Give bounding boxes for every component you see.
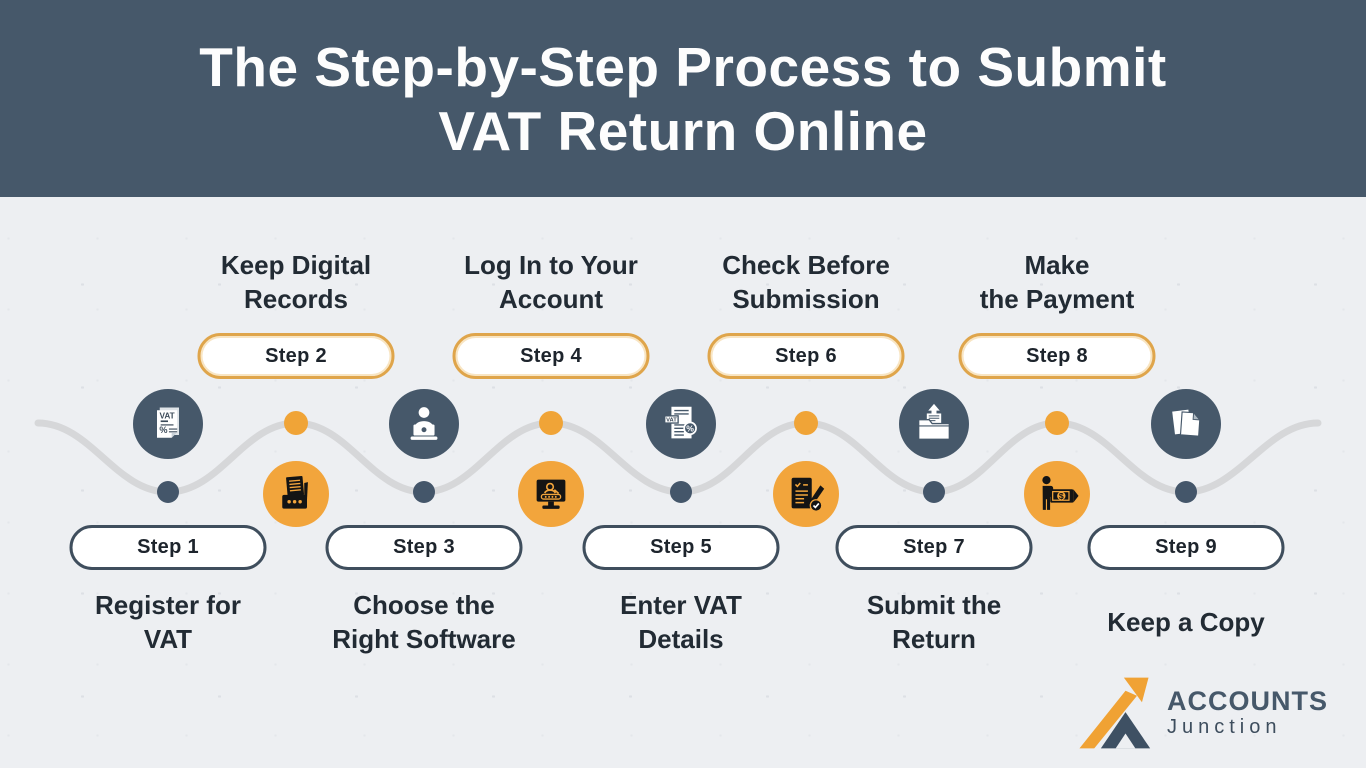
step-7-wave-dot [923, 481, 945, 503]
step-4-title-line2: Account [499, 284, 603, 314]
step-5-icon-circle: VAT % [646, 389, 716, 459]
step-1-title: Register for VAT [28, 588, 308, 656]
step-4-title: Log In to Your Account [411, 248, 691, 316]
step-1-group: VAT % Step 1 Register for VAT [28, 389, 308, 679]
step-6-title: Check Before Submission [666, 248, 946, 316]
step-8-group: Make the Payment Step 8 $ [917, 248, 1197, 578]
svg-text:%: % [159, 425, 167, 435]
title-line-2: VAT Return Online [438, 99, 928, 162]
step-8-title: Make the Payment [917, 248, 1197, 316]
step-2-icon-circle [263, 461, 329, 527]
folder-upload-icon [917, 403, 951, 441]
step-5-pill-label: Step 5 [650, 536, 712, 558]
step-9-pill-label: Step 9 [1155, 536, 1217, 558]
title-line-1: The Step-by-Step Process to Submit [199, 35, 1167, 98]
step-9-wave-dot [1175, 481, 1197, 503]
step-3-title-line2: Right Software [332, 624, 516, 654]
step-1-title-line2: VAT [143, 624, 193, 654]
step-1-pill: Step 1 [69, 525, 267, 570]
step-7-pill-label: Step 7 [903, 536, 965, 558]
header: The Step-by-Step Process to Submit VAT R… [0, 0, 1366, 197]
svg-text:VAT: VAT [159, 412, 174, 421]
step-3-pill-label: Step 3 [393, 536, 455, 558]
step-9-pill: Step 9 [1087, 525, 1285, 570]
step-2-title: Keep Digital Records [156, 248, 436, 316]
step-7-title: Submit the Return [794, 588, 1074, 656]
step-2-group: Keep Digital Records Step 2 [156, 248, 436, 578]
svg-text:%: % [686, 424, 694, 434]
logo-sub-text: Junction [1167, 716, 1282, 738]
login-monitor-icon [536, 479, 566, 509]
step-3-title: Choose the Right Software [284, 588, 564, 656]
logo-mark-icon [1079, 677, 1151, 749]
step-9-icon-circle [1151, 389, 1221, 459]
step-9-title-line1: Keep a Copy [1107, 607, 1265, 637]
step-4-title-line1: Log In to Your [464, 250, 638, 280]
step-2-pill: Step 2 [197, 333, 395, 379]
svg-text:$: $ [1059, 491, 1064, 501]
step-9-title: Keep a Copy [1046, 588, 1326, 639]
records-archive-icon [282, 475, 308, 509]
step-1-pill-label: Step 1 [137, 536, 199, 558]
vat-percent-document-icon: VAT % [664, 406, 697, 439]
step-7-group: Step 7 Submit the Return [794, 389, 1074, 679]
step-3-wave-dot [413, 481, 435, 503]
step-5-title-line2: Details [638, 624, 724, 654]
copy-pages-icon [1172, 409, 1201, 437]
step-9-group: Step 9 Keep a Copy [1046, 389, 1326, 679]
step-6-icon-circle [773, 461, 839, 527]
step-2-title-line1: Keep Digital [220, 250, 372, 280]
step-7-title-line1: Submit the [866, 590, 1002, 620]
accounts-junction-logo: ACCOUNTS Junction [1071, 676, 1328, 750]
step-4-pill-label: Step 4 [520, 344, 582, 367]
step-4-wave-dot [539, 411, 563, 435]
step-2-title-line2: Records [243, 284, 349, 314]
step-6-pill-label: Step 6 [775, 344, 837, 367]
person-money-icon: $ [1042, 475, 1079, 510]
vat-document-icon: VAT % [157, 407, 179, 438]
step-2-pill-label: Step 2 [265, 344, 327, 367]
step-7-pill: Step 7 [835, 525, 1033, 570]
step-8-title-line1: Make [1024, 250, 1090, 280]
step-8-icon-circle: $ [1024, 461, 1090, 527]
logo-brand-text: ACCOUNTS [1167, 686, 1328, 716]
step-3-pill: Step 3 [325, 525, 523, 570]
step-6-title-line1: Check Before [722, 250, 890, 280]
step-8-pill: Step 8 [958, 333, 1156, 379]
step-4-pill: Step 4 [452, 333, 650, 379]
step-8-pill-label: Step 8 [1026, 344, 1088, 367]
step-1-title-line1: Register for [95, 590, 241, 620]
step-5-wave-dot [670, 481, 692, 503]
step-8-wave-dot [1045, 411, 1069, 435]
page-title: The Step-by-Step Process to Submit VAT R… [199, 35, 1166, 163]
step-6-wave-dot [794, 411, 818, 435]
step-7-title-line2: Return [892, 624, 976, 654]
checklist-pencil-icon [791, 477, 825, 512]
step-2-wave-dot [284, 411, 308, 435]
svg-text:VAT: VAT [666, 417, 677, 423]
step-3-group: Step 3 Choose the Right Software [284, 389, 564, 679]
step-4-icon-circle [518, 461, 584, 527]
step-1-wave-dot [157, 481, 179, 503]
step-5-group: VAT % Step 5 Enter VAT Details [541, 389, 821, 679]
step-3-icon-circle [389, 389, 459, 459]
step-6-title-line2: Submission [732, 284, 880, 314]
step-5-pill: Step 5 [582, 525, 780, 570]
step-5-title: Enter VAT Details [541, 588, 821, 656]
step-7-icon-circle [899, 389, 969, 459]
step-1-icon-circle: VAT % [133, 389, 203, 459]
step-6-pill: Step 6 [707, 333, 905, 379]
step-8-title-line2: the Payment [979, 284, 1135, 314]
step-5-title-line1: Enter VAT [620, 590, 742, 620]
person-laptop-icon [410, 407, 438, 440]
step-6-group: Check Before Submission Step 6 [666, 248, 946, 578]
step-4-group: Log In to Your Account Step 4 [411, 248, 691, 578]
step-3-title-line1: Choose the [353, 590, 495, 620]
